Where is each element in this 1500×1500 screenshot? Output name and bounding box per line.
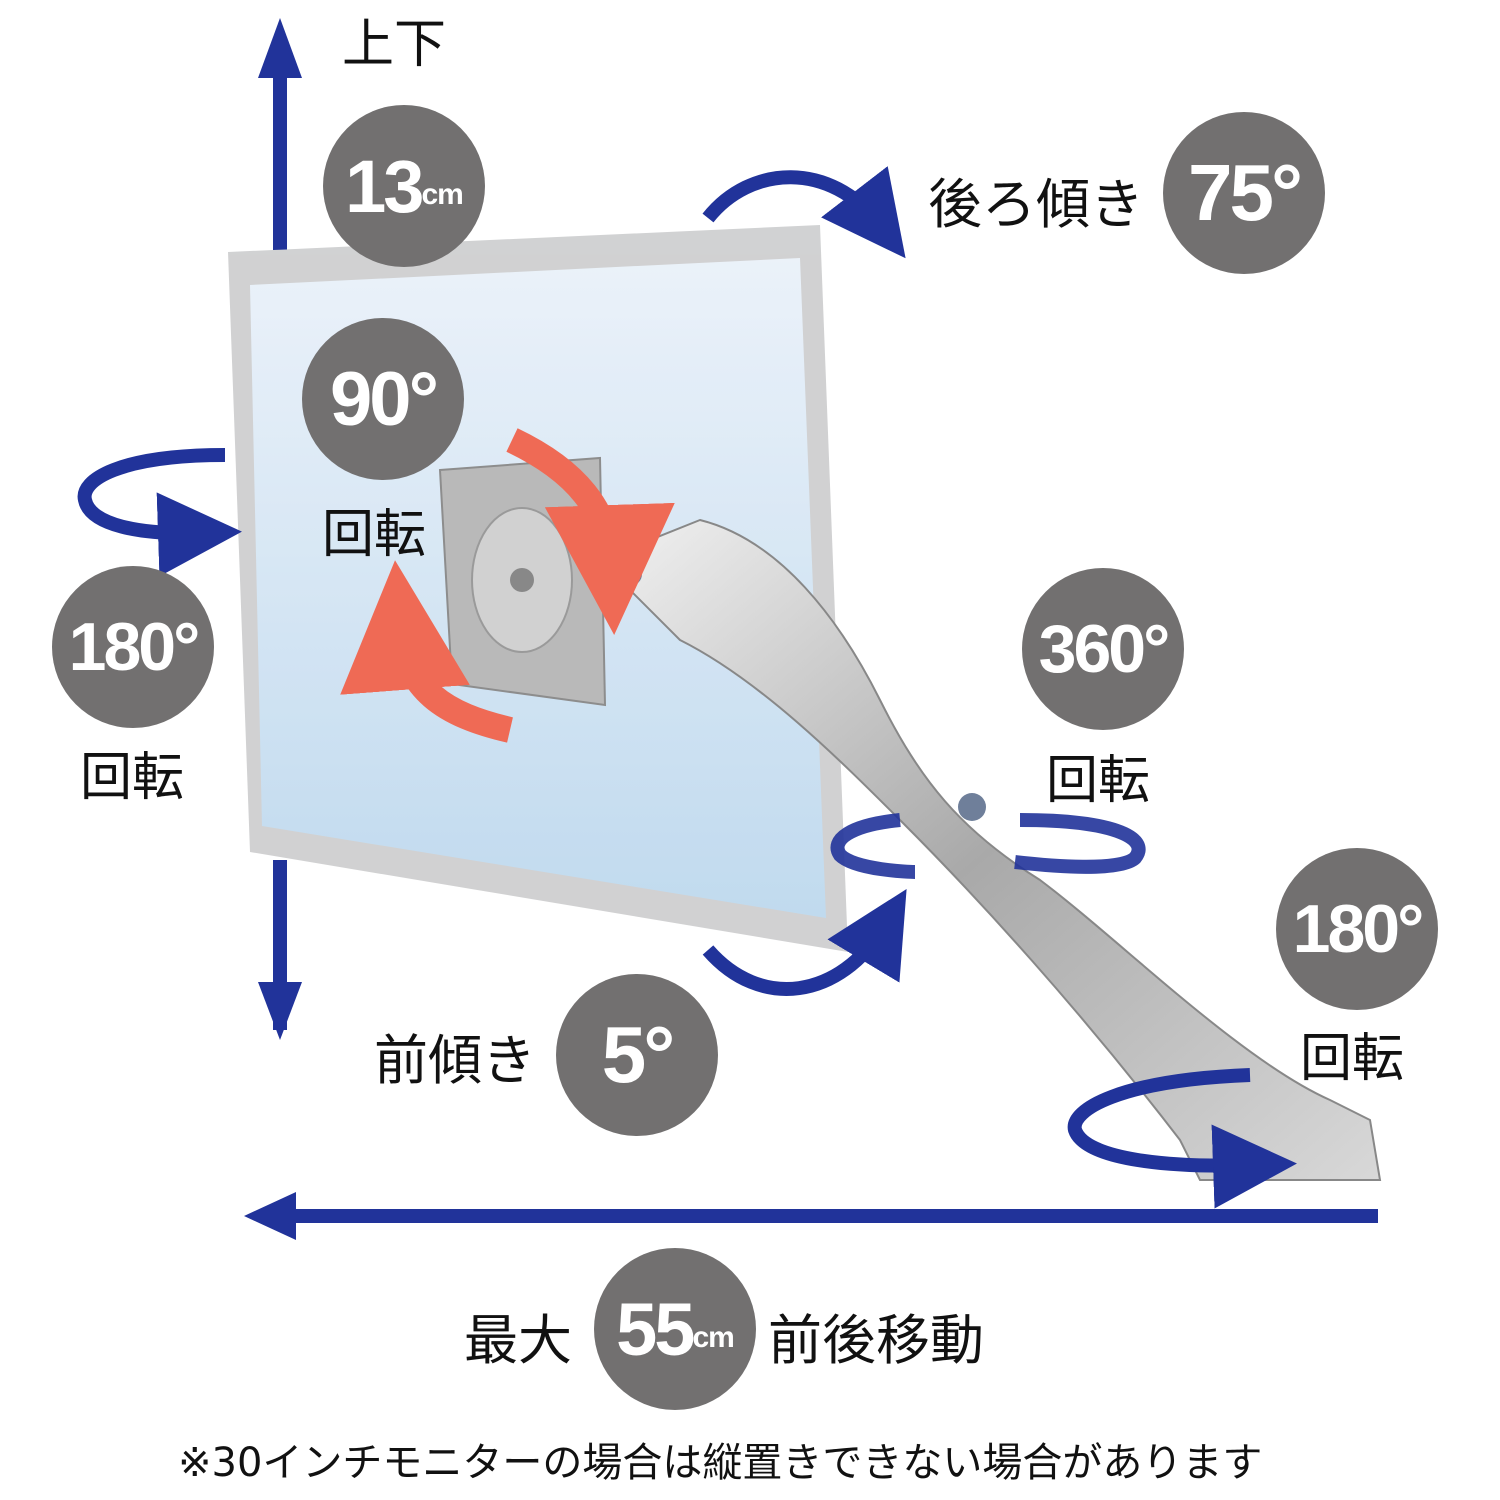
swivel-badge: 180° [52, 566, 214, 728]
swivel-label: 回転 [80, 748, 185, 808]
reach-arrow-icon [244, 1192, 1378, 1240]
rotate-label: 回転 [322, 505, 427, 565]
tilt-forward-label: 前傾き [374, 1029, 536, 1092]
swivel-arrow-icon [77, 448, 242, 577]
rotate-badge: 90° [302, 318, 464, 480]
reach-prefix-label: 最大 [464, 1309, 572, 1372]
base-label: 回転 [1300, 1029, 1405, 1089]
elbow-swivel-arrow-icon [830, 813, 1146, 879]
footnote: ※30インチモニターの場合は縦置きできない場合があります [178, 1440, 1263, 1486]
reach-suffix-label: 前後移動 [768, 1309, 984, 1372]
tilt-forward-arrow-icon [702, 889, 907, 996]
elbow-label: 回転 [1046, 751, 1151, 811]
elbow-badge: 360° [1022, 568, 1184, 730]
base-swivel-arrow-icon [1067, 1068, 1297, 1209]
vertical-label: 上下 [342, 15, 447, 75]
base-badge: 180° [1276, 848, 1438, 1010]
arrow-up-down-icon [258, 18, 302, 1040]
tilt-forward-badge: 5° [556, 974, 718, 1136]
tilt-back-badge: 75° [1163, 112, 1325, 274]
rotate-arrows-icon [340, 428, 675, 743]
tilt-back-arrow-icon [702, 166, 906, 259]
tilt-back-label: 後ろ傾き [928, 173, 1144, 236]
vertical-badge: 13 cm [323, 105, 485, 267]
monitor-arm-illustration [598, 518, 1382, 1181]
reach-badge: 55 cm [594, 1248, 756, 1410]
